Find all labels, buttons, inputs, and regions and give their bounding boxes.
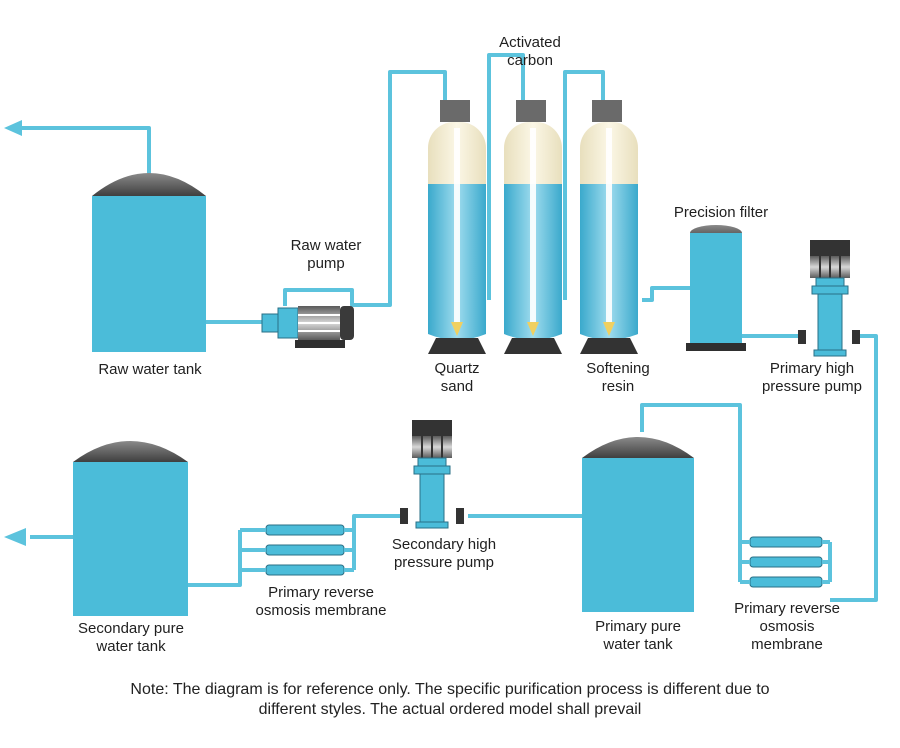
quartz-sand-column xyxy=(428,100,486,354)
ro-to-primary-tank-pipe xyxy=(640,403,742,562)
primary-high-pressure-pump xyxy=(798,240,860,357)
outlet-arrow-icon xyxy=(4,120,22,136)
outlet-arrow-icon xyxy=(4,528,26,546)
raw-tank-outlet-pipe xyxy=(20,126,151,178)
raw-water-pump xyxy=(261,306,354,348)
raw-water-tank xyxy=(92,173,206,352)
secondary-pure-water-tank xyxy=(73,441,188,616)
carbon-to-softening-pipe xyxy=(563,70,605,300)
softening-to-filter-pipe xyxy=(642,286,690,302)
left-ro-manifold-out xyxy=(188,530,242,587)
raw-water-tank-label: Raw water tank xyxy=(98,361,202,378)
reference-note: Note: The diagram is for reference only.… xyxy=(130,681,770,718)
right-ro-membranes xyxy=(740,536,830,588)
precision-filter xyxy=(686,225,746,351)
left-ro-membranes xyxy=(240,524,354,576)
primary-pure-water-tank xyxy=(582,437,694,612)
precision-filter-label: Precision filter xyxy=(673,204,769,221)
quartz-to-carbon-pipe xyxy=(487,53,525,300)
secondary-pump-to-left-ro-pipe xyxy=(352,514,400,530)
softening-resin-column xyxy=(580,100,638,354)
activated-carbon-column xyxy=(504,100,562,354)
pump-to-quartz-pipe xyxy=(283,70,447,307)
secondary-high-pressure-pump xyxy=(400,420,464,529)
pump-to-ro-pipe xyxy=(830,334,878,602)
